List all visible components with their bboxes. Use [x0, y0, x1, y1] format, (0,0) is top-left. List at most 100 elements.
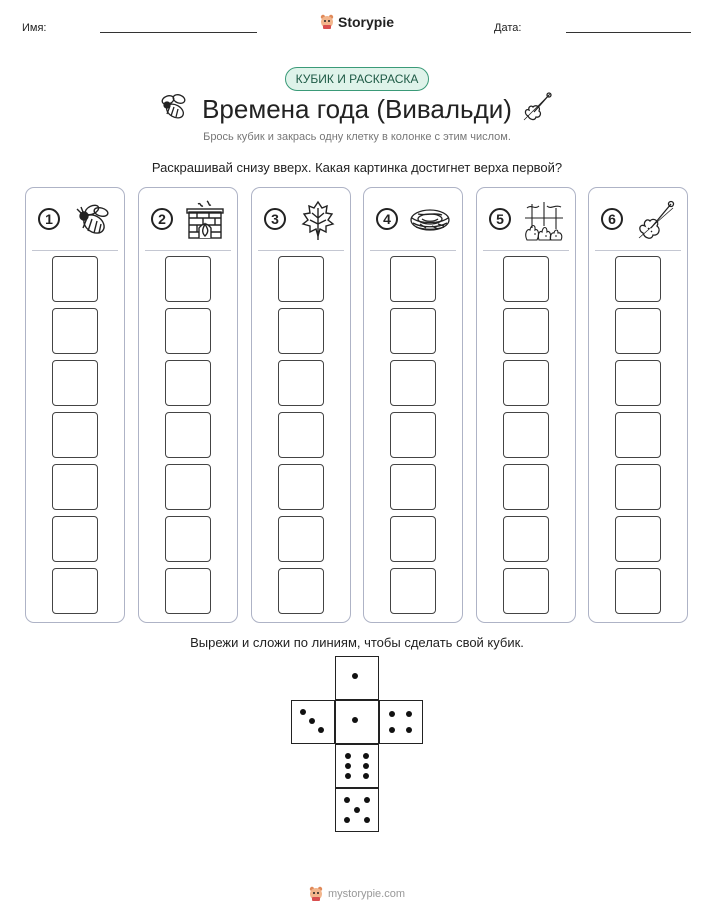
column-1: 1	[25, 187, 125, 623]
color-cell[interactable]	[165, 568, 211, 614]
column-number: 1	[38, 208, 60, 230]
color-cell[interactable]	[390, 568, 436, 614]
die-face-5	[335, 788, 379, 832]
pip	[389, 711, 395, 717]
pip	[309, 718, 315, 724]
color-cell[interactable]	[503, 568, 549, 614]
name-label: Имя:	[22, 22, 47, 34]
fireplace-icon	[186, 200, 224, 239]
color-cell[interactable]	[615, 412, 661, 458]
color-cell[interactable]	[52, 360, 98, 406]
activity-badge: КУБИК И РАСКРАСКА	[285, 67, 429, 91]
brand-name: Storypie	[337, 14, 394, 30]
pip	[363, 763, 369, 769]
color-cell[interactable]	[503, 516, 549, 562]
title-bee-icon	[161, 94, 186, 119]
die-face-4	[379, 700, 423, 744]
color-cell[interactable]	[165, 412, 211, 458]
color-cell[interactable]	[615, 360, 661, 406]
storypie-logo-icon	[320, 14, 334, 29]
die-face-6	[335, 744, 379, 788]
color-cell[interactable]	[52, 412, 98, 458]
color-cell[interactable]	[52, 308, 98, 354]
color-cell[interactable]	[165, 360, 211, 406]
color-cell[interactable]	[390, 308, 436, 354]
color-cell[interactable]	[165, 516, 211, 562]
pip	[300, 709, 306, 715]
color-cell[interactable]	[615, 568, 661, 614]
pip	[389, 727, 395, 733]
bee-icon	[76, 204, 109, 234]
column-4: 4	[363, 187, 463, 623]
brand: Storypie	[0, 14, 714, 30]
storypie-logo-icon	[309, 886, 323, 901]
color-cell[interactable]	[278, 568, 324, 614]
color-cell[interactable]	[615, 308, 661, 354]
name-line	[100, 32, 257, 33]
color-cell[interactable]	[503, 256, 549, 302]
footer: mystorypie.com	[0, 886, 714, 902]
pip	[344, 797, 350, 803]
column-3: 3	[251, 187, 351, 623]
color-cell[interactable]	[278, 412, 324, 458]
color-cell[interactable]	[52, 516, 98, 562]
pip	[345, 753, 351, 759]
color-cell[interactable]	[615, 256, 661, 302]
instruments-icon	[525, 202, 563, 241]
page-title: Времена года (Вивальди)	[202, 94, 512, 124]
pip	[344, 817, 350, 823]
column-number: 6	[601, 208, 623, 230]
color-cell[interactable]	[278, 256, 324, 302]
column-number: 5	[489, 208, 511, 230]
color-cell[interactable]	[165, 256, 211, 302]
cut-instruction: Вырежи и сложи по линиям, чтобы сделать …	[190, 635, 524, 650]
color-cell[interactable]	[165, 308, 211, 354]
column-divider	[595, 250, 681, 251]
color-cell[interactable]	[52, 568, 98, 614]
pip	[352, 673, 358, 679]
column-number: 4	[376, 208, 398, 230]
pip	[406, 727, 412, 733]
color-cell[interactable]	[615, 464, 661, 510]
color-cell[interactable]	[278, 308, 324, 354]
date-line	[566, 32, 691, 33]
column-6: 6	[588, 187, 688, 623]
color-cell[interactable]	[390, 464, 436, 510]
color-cell[interactable]	[278, 516, 324, 562]
color-cell[interactable]	[390, 412, 436, 458]
pip	[318, 727, 324, 733]
pip	[363, 753, 369, 759]
color-cell[interactable]	[390, 256, 436, 302]
die-face-3	[291, 700, 335, 744]
color-cell[interactable]	[278, 464, 324, 510]
title-violin-icon	[523, 92, 552, 121]
color-cell[interactable]	[503, 412, 549, 458]
column-2: 2	[138, 187, 238, 623]
color-cell[interactable]	[503, 360, 549, 406]
color-cell[interactable]	[52, 464, 98, 510]
pip	[364, 817, 370, 823]
column-divider	[483, 250, 569, 251]
nest-icon	[410, 209, 450, 231]
pip	[363, 773, 369, 779]
color-cell[interactable]	[615, 516, 661, 562]
column-5: 5	[476, 187, 576, 623]
color-cell[interactable]	[503, 308, 549, 354]
die-face-1-center	[335, 700, 379, 744]
leaf-icon	[301, 200, 335, 240]
pip	[406, 711, 412, 717]
coloring-instruction: Раскрашивай снизу вверх. Какая картинка …	[151, 160, 563, 175]
color-cell[interactable]	[503, 464, 549, 510]
color-cell[interactable]	[390, 360, 436, 406]
color-cell[interactable]	[165, 464, 211, 510]
footer-url[interactable]: mystorypie.com	[327, 888, 406, 900]
violin-icon	[638, 200, 675, 239]
column-divider	[370, 250, 456, 251]
column-divider	[258, 250, 344, 251]
color-cell[interactable]	[52, 256, 98, 302]
color-cell[interactable]	[278, 360, 324, 406]
pip	[354, 807, 360, 813]
column-divider	[32, 250, 118, 251]
pip	[352, 717, 358, 723]
color-cell[interactable]	[390, 516, 436, 562]
